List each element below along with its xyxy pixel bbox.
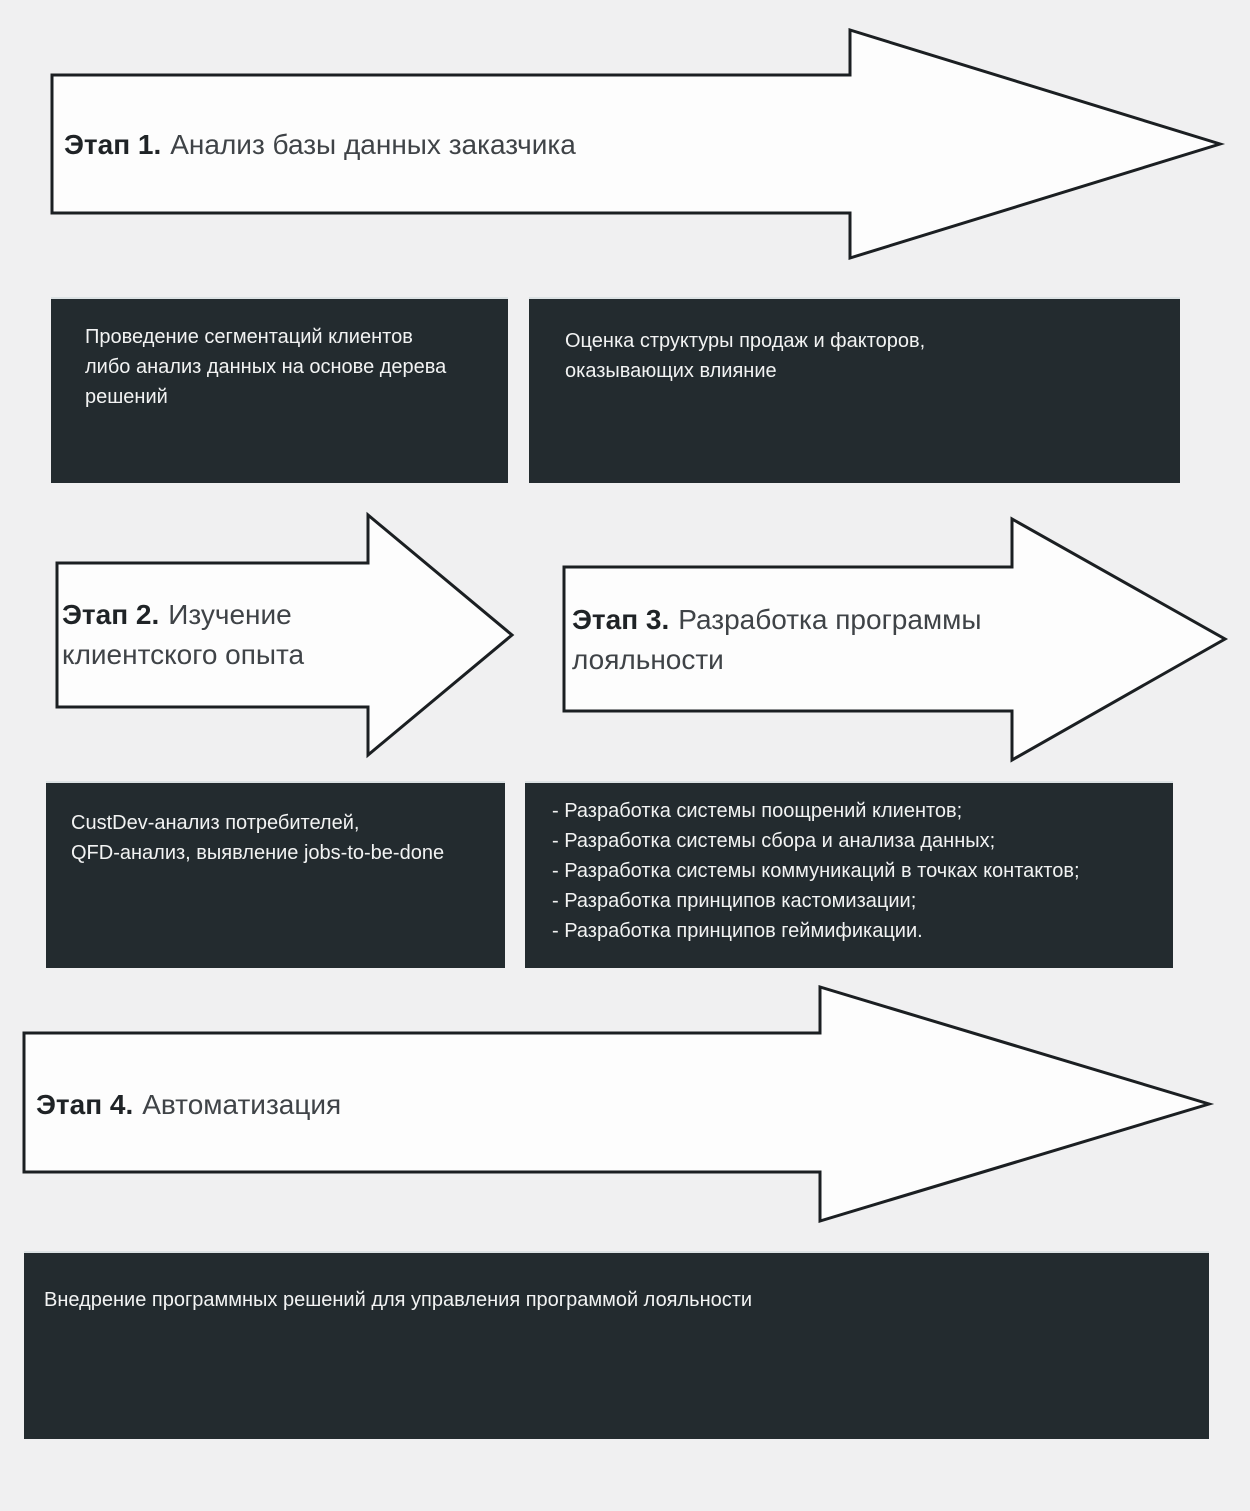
stage1-number: Этап 1.	[64, 129, 162, 160]
stage2-heading: Этап 2.Изучение клиентского опыта	[62, 565, 372, 705]
detail-text-line: решений	[85, 386, 168, 408]
stage2-number: Этап 2.	[62, 599, 160, 630]
detail-list-item: - Разработка принципов геймификации.	[552, 920, 923, 942]
stage2-title: Изучение клиентского опыта	[62, 599, 305, 670]
stage4-heading: Этап 4. Автоматизация	[36, 1035, 796, 1175]
stage1-detail-box-left: Проведение сегментаций клиентов либо ана…	[51, 297, 508, 483]
stage2-arrow-icon	[55, 511, 515, 759]
stage2-detail-box: CustDev-анализ потребителей, QFD-анализ,…	[46, 781, 505, 968]
stage4-arrow-icon	[22, 984, 1215, 1224]
stage1-heading: Этап 1. Анализ базы данных заказчика	[64, 77, 824, 213]
detail-text-line: либо анализ данных на основе дерева	[85, 356, 447, 378]
stage3-heading: Этап 3.Разработка программы лояльности	[572, 569, 1042, 711]
stage3-arrow-icon	[562, 516, 1229, 763]
stage4-detail-box: Внедрение программных решений для управл…	[24, 1251, 1209, 1439]
detail-list-item: - Разработка принципов кастомизации;	[552, 890, 917, 912]
detail-text-line: CustDev-анализ потребителей,	[71, 812, 360, 834]
stage1-arrow-icon	[50, 27, 1226, 261]
detail-text-line: Проведение сегментаций клиентов	[85, 326, 413, 348]
detail-list-item: - Разработка системы сбора и анализа дан…	[552, 830, 996, 852]
stage3-number: Этап 3.	[572, 604, 670, 635]
detail-list-item: - Разработка системы коммуникаций в точк…	[552, 860, 1080, 882]
stage4-number: Этап 4.	[36, 1089, 134, 1120]
detail-text-line: QFD-анализ, выявление jobs-to-be-done	[71, 842, 445, 864]
detail-text-line: Внедрение программных решений для управл…	[44, 1289, 753, 1311]
stage3-title: Разработка программы лояльности	[572, 604, 982, 675]
detail-text-line: оказывающих влияние	[565, 360, 777, 382]
detail-list-item: - Разработка системы поощрений клиентов;	[552, 800, 963, 822]
detail-text-line: Оценка структуры продаж и факторов,	[565, 330, 926, 352]
stage1-title: Анализ базы данных заказчика	[170, 129, 576, 160]
stage4-title: Автоматизация	[142, 1089, 342, 1120]
stage3-detail-box: - Разработка системы поощрений клиентов;…	[525, 781, 1173, 968]
stage1-detail-box-right: Оценка структуры продаж и факторов, оказ…	[529, 297, 1180, 483]
